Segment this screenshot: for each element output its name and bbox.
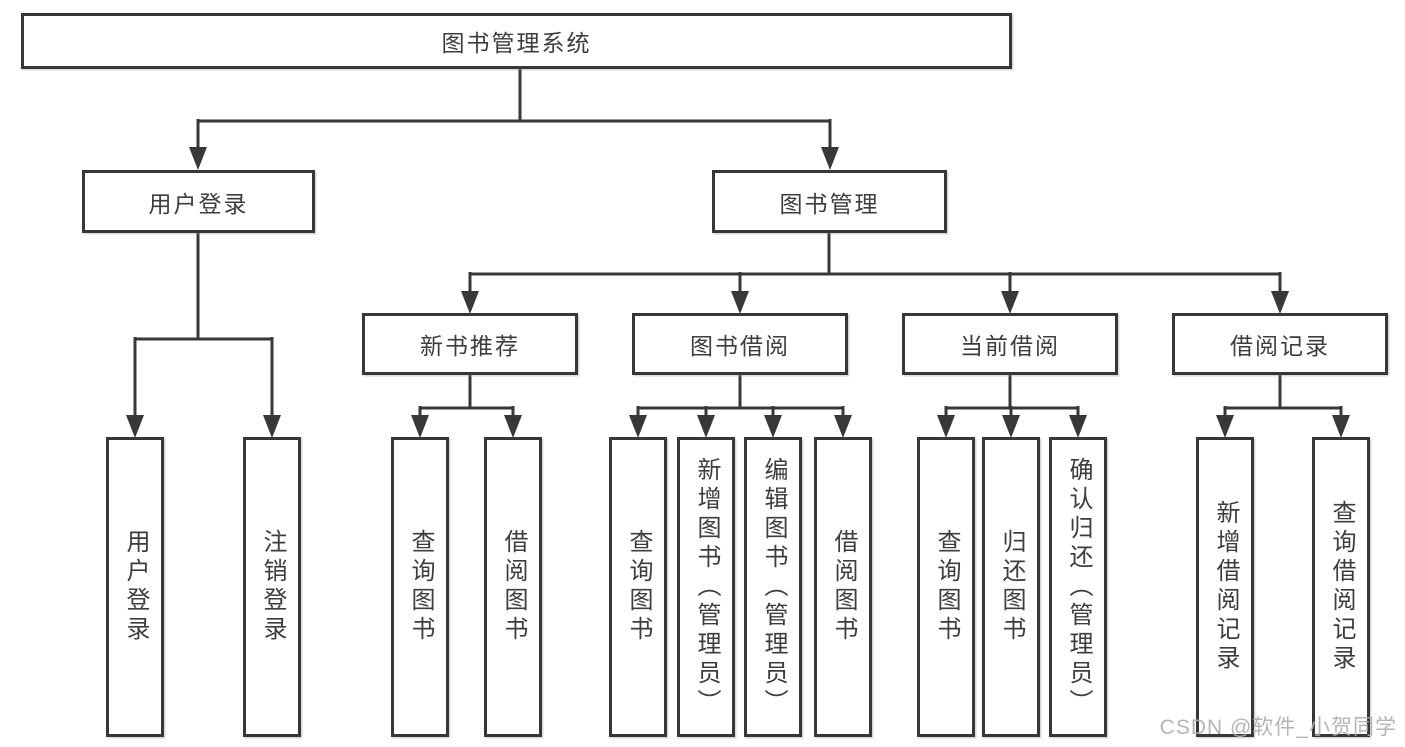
node-current-borrow: 当前借阅	[902, 313, 1118, 375]
leaf-logout: 注销登录	[243, 437, 301, 737]
node-book-management: 图书管理	[712, 170, 947, 233]
leaf-add-borrow-record: 新增借阅记录	[1196, 437, 1254, 737]
node-new-book-recommend-label: 新书推荐	[420, 333, 520, 359]
node-book-borrow-label: 图书借阅	[690, 333, 790, 359]
node-borrow-records-label: 借阅记录	[1230, 333, 1330, 359]
node-book-borrow: 图书借阅	[632, 313, 848, 375]
leaf-return-books: 归还图书	[982, 437, 1040, 737]
node-user-login-label: 用户登录	[148, 190, 249, 217]
leaf-borrow-query-books: 查询图书	[609, 437, 667, 737]
leaf-current-query-books: 查询图书	[917, 437, 975, 737]
leaf-confirm-return-admin: 确认归还（管理员）	[1049, 437, 1107, 737]
leaf-add-books-admin: 新增图书（管理员）	[677, 437, 735, 737]
node-root: 图书管理系统	[21, 13, 1012, 69]
arrowheads	[126, 147, 1350, 438]
node-user-login: 用户登录	[82, 170, 315, 233]
leaf-borrow-books: 借阅图书	[814, 437, 872, 737]
node-root-label: 图书管理系统	[441, 30, 592, 56]
leaf-query-borrow-record: 查询借阅记录	[1312, 437, 1370, 737]
leaf-newbook-borrow-books: 借阅图书	[484, 437, 542, 737]
node-borrow-records: 借阅记录	[1172, 313, 1388, 375]
leaf-newbook-query-books: 查询图书	[391, 437, 449, 737]
node-book-management-label: 图书管理	[779, 190, 880, 217]
leaf-user-login: 用户登录	[106, 437, 164, 737]
node-new-book-recommend: 新书推荐	[362, 313, 578, 375]
node-current-borrow-label: 当前借阅	[960, 333, 1060, 359]
leaf-edit-books-admin: 编辑图书（管理员）	[744, 437, 802, 737]
csdn-watermark: CSDN @软件_小贺同学	[1159, 716, 1397, 739]
